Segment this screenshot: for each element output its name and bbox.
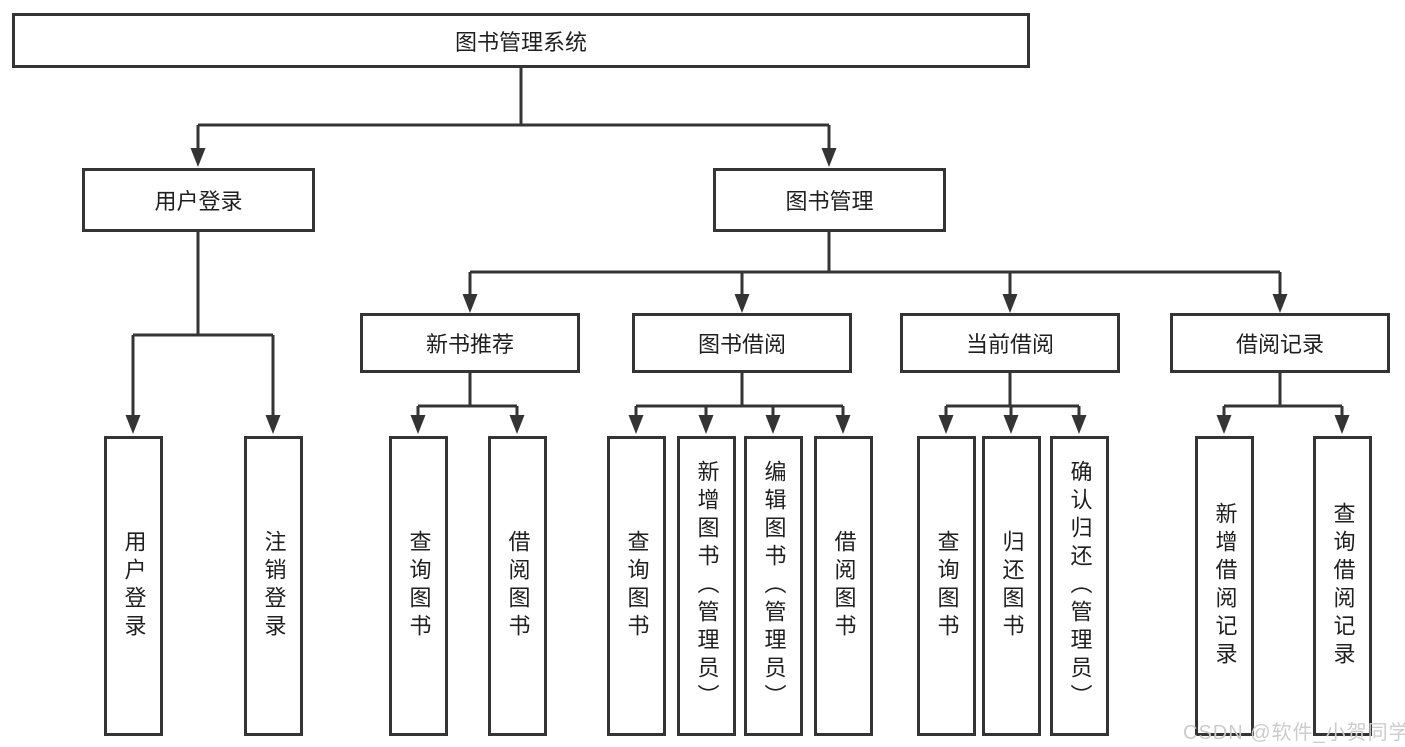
leaf-query-borrow-record: 查询借阅记录 bbox=[1313, 436, 1372, 736]
node-current-borrow: 当前借阅 bbox=[900, 313, 1120, 373]
leaf-edit-book-admin: 编辑图书（管理员） bbox=[744, 436, 803, 736]
arrowheads bbox=[125, 148, 1350, 434]
csdn-watermark: CSDN @软件_小贺同学 bbox=[1183, 722, 1405, 744]
leaf-query-book-borrow-label: 查询图书 bbox=[624, 530, 650, 642]
leaf-borrow-book-recommend: 借阅图书 bbox=[488, 436, 547, 736]
leaf-user-login-label: 用户登录 bbox=[121, 530, 147, 642]
leaf-query-book-recommend-label: 查询图书 bbox=[406, 530, 432, 642]
node-borrow-records: 借阅记录 bbox=[1170, 313, 1390, 373]
node-book-management: 图书管理 bbox=[713, 168, 946, 232]
leaf-borrow-book: 借阅图书 bbox=[814, 436, 873, 736]
node-root-system: 图书管理系统 bbox=[12, 13, 1030, 68]
leaf-borrow-book-recommend-label: 借阅图书 bbox=[505, 530, 531, 642]
leaf-return-book: 归还图书 bbox=[982, 436, 1041, 736]
leaf-logout-label: 注销登录 bbox=[261, 530, 287, 642]
leaf-user-login: 用户登录 bbox=[104, 436, 163, 736]
node-new-book-recommend: 新书推荐 bbox=[360, 313, 580, 373]
leaf-return-book-label: 归还图书 bbox=[999, 530, 1025, 642]
leaf-add-borrow-record-label: 新增借阅记录 bbox=[1212, 502, 1238, 670]
node-book-borrow: 图书借阅 bbox=[632, 313, 852, 373]
leaf-query-borrow-record-label: 查询借阅记录 bbox=[1330, 502, 1356, 670]
leaf-query-book-recommend: 查询图书 bbox=[389, 436, 448, 736]
leaf-add-book-admin-label: 新增图书（管理员） bbox=[694, 460, 720, 712]
leaf-add-borrow-record: 新增借阅记录 bbox=[1195, 436, 1254, 736]
leaf-confirm-return-admin-label: 确认归还（管理员） bbox=[1067, 460, 1093, 712]
leaf-borrow-book-label: 借阅图书 bbox=[831, 530, 857, 642]
node-user-login: 用户登录 bbox=[82, 168, 315, 232]
leaf-query-book-current: 查询图书 bbox=[917, 436, 976, 736]
leaf-add-book-admin: 新增图书（管理员） bbox=[677, 436, 736, 736]
leaf-logout: 注销登录 bbox=[244, 436, 303, 736]
leaf-edit-book-admin-label: 编辑图书（管理员） bbox=[761, 460, 787, 712]
leaf-query-book-current-label: 查询图书 bbox=[934, 530, 960, 642]
leaf-query-book-borrow: 查询图书 bbox=[607, 436, 666, 736]
leaf-confirm-return-admin: 确认归还（管理员） bbox=[1050, 436, 1109, 736]
